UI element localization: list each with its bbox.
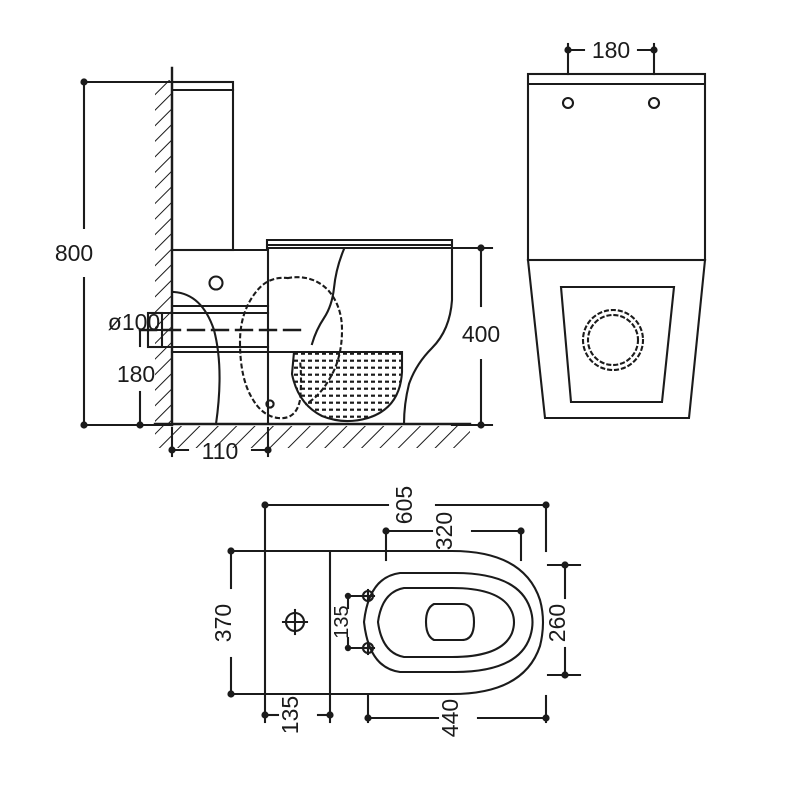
flush-button-right[interactable]	[647, 96, 661, 110]
dim-button-spacing-180	[564, 42, 658, 76]
seat-ring-inner	[376, 586, 516, 659]
pedestal-front-curve	[172, 290, 221, 426]
dim-label-d100: ø100	[108, 309, 160, 335]
dim-fixing-spacing-135	[344, 592, 366, 652]
dim-label-440: 440	[437, 699, 463, 737]
dim-label-260: 260	[544, 604, 570, 642]
dim-length-320	[382, 527, 525, 562]
pedestal-front-panel	[559, 285, 676, 404]
pedestal-side-outline	[170, 248, 270, 426]
dim-label-110: 110	[202, 438, 239, 464]
bowl-side-profile	[310, 246, 454, 426]
seat-ring-outer	[362, 571, 534, 674]
fixing-hole-side	[208, 275, 224, 291]
pedestal-front-outline	[526, 258, 707, 420]
dim-label-135-depth: 135	[277, 696, 303, 734]
dimension-labels: 800 ø100 180 110 400 180 605 320 370 260…	[55, 37, 630, 737]
plan-view	[263, 549, 545, 696]
flush-button-left[interactable]	[561, 96, 575, 110]
dim-width-110	[168, 426, 272, 458]
dim-length-440	[364, 694, 550, 724]
crosshair-fixing-mark	[281, 608, 309, 636]
cistern-front-outline	[526, 72, 707, 262]
dim-label-400: 400	[462, 321, 500, 347]
dim-label-605: 605	[391, 486, 417, 524]
plan-view-dimensions	[227, 501, 582, 724]
cistern-side-outline	[170, 80, 235, 252]
dim-label-135-spacing: 135	[331, 605, 353, 638]
dim-depth-135	[261, 694, 334, 724]
outlet-hidden-circle	[581, 308, 645, 372]
seat-lid-side	[265, 238, 454, 250]
front-view-dimensions	[564, 42, 658, 76]
dim-height-180	[108, 328, 174, 429]
trap-hidden-outline	[238, 276, 344, 420]
wall-hatching	[155, 66, 174, 427]
small-hole-side	[265, 399, 275, 409]
plan-outer-outline	[263, 549, 545, 696]
outlet-opening-plan	[424, 602, 476, 642]
dim-height-400	[450, 244, 494, 429]
front-elevation-view	[526, 72, 707, 420]
side-elevation-view	[138, 66, 472, 448]
dim-width-370	[227, 547, 267, 698]
bowl-interior-fill	[266, 350, 404, 423]
side-view-dimensions	[80, 78, 494, 458]
dim-label-800: 800	[55, 240, 93, 266]
dim-width-260	[546, 561, 582, 679]
floor-hatching	[153, 422, 472, 448]
dim-length-605	[261, 501, 550, 553]
dim-label-180-buttons: 180	[592, 37, 630, 63]
dim-label-320: 320	[431, 512, 457, 550]
dim-label-180-height: 180	[117, 361, 155, 387]
dim-label-370: 370	[210, 604, 236, 642]
